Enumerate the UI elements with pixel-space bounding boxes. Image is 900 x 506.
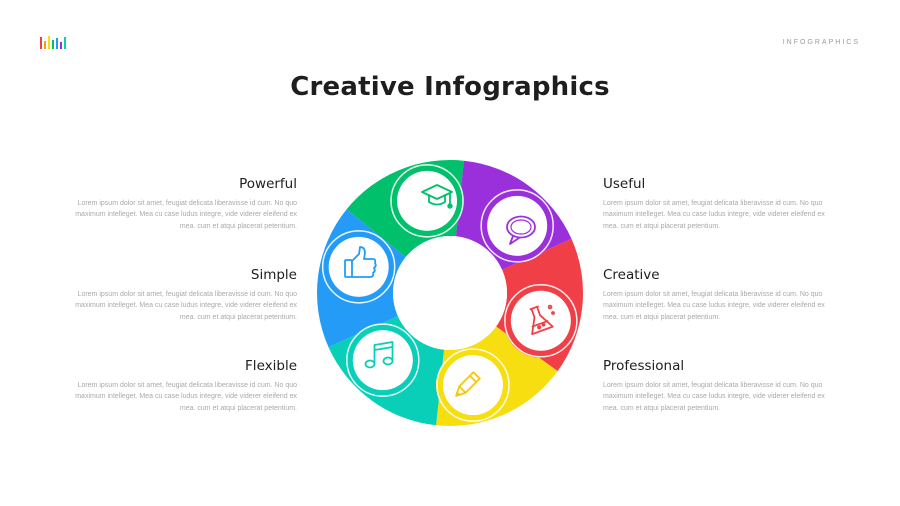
feature-text: Lorem ipsum dolor sit amet, feugiat deli… <box>603 382 825 412</box>
feature-title: Powerful <box>239 176 297 192</box>
pencil-icon <box>455 371 481 397</box>
feature-text: Lorem ipsum dolor sit amet, feugiat deli… <box>75 291 297 321</box>
brand-logo <box>40 36 66 49</box>
thumbs-up-icon <box>344 246 377 278</box>
icon-disk-2 <box>487 195 548 256</box>
header-label: INFOGRAPHICS <box>782 39 860 46</box>
feature-text: Lorem ipsum dolor sit amet, feugiat deli… <box>603 200 825 230</box>
music-note-icon <box>364 341 394 369</box>
feature-text: Lorem ipsum dolor sit amet, feugiat deli… <box>75 382 297 412</box>
flask-icon <box>529 304 555 336</box>
feature-title: Simple <box>250 267 297 283</box>
feature-title: Flexible <box>245 358 297 374</box>
feature-title: Creative <box>603 267 660 283</box>
feature-useful: Useful Lorem ipsum dolor sit amet, feugi… <box>603 176 839 232</box>
feature-flexible: Flexible Lorem ipsum dolor sit amet, feu… <box>61 358 297 414</box>
feature-text: Lorem ipsum dolor sit amet, feugiat deli… <box>75 200 297 230</box>
feature-powerful: Powerful Lorem ipsum dolor sit amet, feu… <box>61 176 297 232</box>
feature-title: Useful <box>603 176 646 192</box>
speech-bubble-icon <box>506 215 536 245</box>
feature-title: Professional <box>603 358 685 374</box>
icon-disk-6 <box>328 236 389 297</box>
icon-disk-1 <box>397 170 458 231</box>
feature-professional: Professional Lorem ipsum dolor sit amet,… <box>603 358 839 414</box>
feature-simple: Simple Lorem ipsum dolor sit amet, feugi… <box>61 267 297 323</box>
page-title: Creative Infographics <box>290 72 610 102</box>
feature-creative: Creative Lorem ipsum dolor sit amet, feu… <box>603 267 839 323</box>
icon-disk-3 <box>510 290 571 351</box>
icon-disks <box>321 163 578 423</box>
graduation-cap-icon <box>421 184 453 209</box>
ring-center <box>393 236 507 350</box>
feature-text: Lorem ipsum dolor sit amet, feugiat deli… <box>603 291 825 321</box>
